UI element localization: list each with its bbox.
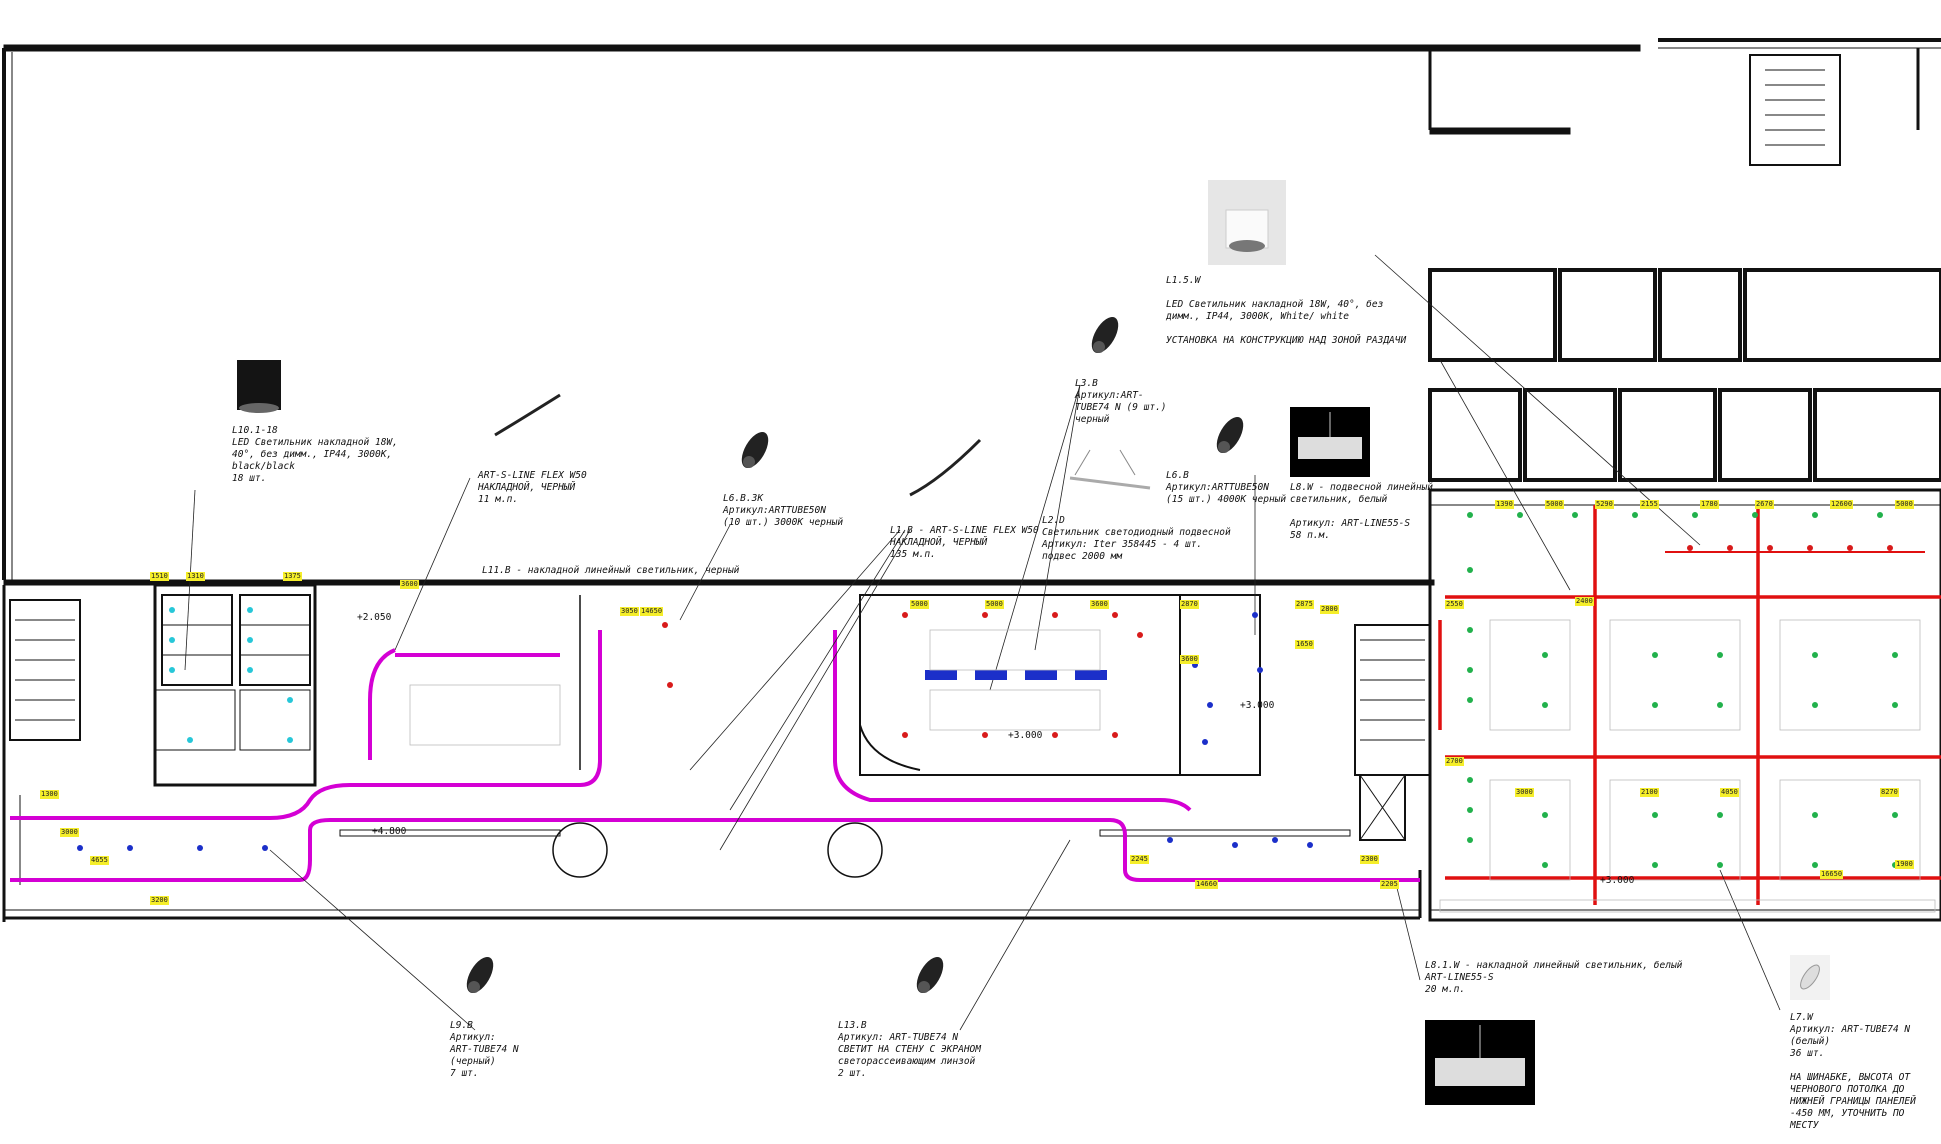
dimension-tag: 5000 <box>985 600 1004 609</box>
fixtures-green <box>1467 512 1898 868</box>
dimension-tag: 2550 <box>1445 600 1464 609</box>
level-mark: +3.000 <box>1008 730 1043 741</box>
level-mark: +4.800 <box>372 826 407 837</box>
note-l2d: L2.D Светильник светодиодный подвесной А… <box>1042 515 1231 562</box>
dimension-tag: 3000 <box>60 828 79 837</box>
dimension-tag: 14660 <box>1195 880 1219 889</box>
dimension-tag: 2875 <box>1295 600 1314 609</box>
thumb-iter-pendant-icon <box>1069 449 1151 490</box>
dimension-tag: 2670 <box>1755 500 1774 509</box>
note-l15w: L1.5.W LED Светильник накладной 18W, 40°… <box>1166 275 1407 346</box>
dimension-tag: 2245 <box>1130 855 1149 864</box>
strip-pendant-mid <box>909 438 982 497</box>
dimension-tag: 16650 <box>1820 870 1844 879</box>
thumb-spot-icon <box>916 956 944 994</box>
dimension-tag: 1780 <box>1700 500 1719 509</box>
leader-lines <box>184 254 1781 1031</box>
thumb-white-spot-icon <box>1790 955 1830 1000</box>
note-l81w: L8.1.W - накладной линейный светильник, … <box>1425 960 1683 995</box>
dimension-tag: 1375 <box>283 572 302 581</box>
dimension-tag: 5000 <box>1895 500 1914 509</box>
dimension-tag: 3050 <box>620 607 639 616</box>
dimension-tag: 1310 <box>186 572 205 581</box>
note-l3b-top: L3.B Артикул:ART- TUBE74 N (9 шт.) черны… <box>1075 378 1167 425</box>
dimension-tag: 14650 <box>640 607 664 616</box>
dimension-tag: 12600 <box>1830 500 1854 509</box>
thumb-white-downlight-icon <box>1208 180 1286 265</box>
furniture <box>409 619 1936 913</box>
note-l11b: L11.B - накладной линейный светильник, ч… <box>482 565 740 576</box>
dimension-tag: 2400 <box>1575 597 1594 606</box>
note-l10: L10.1-18 LED Светильник накладной 18W, 4… <box>232 425 398 484</box>
dimension-tag: 4050 <box>1720 788 1739 797</box>
thumb-black-downlight-icon <box>237 360 281 413</box>
thumb-spot-icon <box>1216 416 1244 454</box>
dimension-tag: 2800 <box>1320 605 1339 614</box>
dimension-tag: 1900 <box>1895 860 1914 869</box>
note-l1b: L1.B - ART-S-LINE FLEX W50 НАКЛАДНОЙ, ЧЕ… <box>890 525 1039 560</box>
fixtures-red <box>662 545 1893 738</box>
level-mark: +3.000 <box>1600 875 1635 886</box>
fixtures <box>77 512 1936 913</box>
dimension-tag: 1300 <box>40 790 59 799</box>
strip-main-lower <box>10 818 1420 882</box>
fixture-thumbnails <box>237 180 1830 1105</box>
dimension-tag: 2205 <box>1380 880 1399 889</box>
dimension-tag: 3600 <box>400 580 419 589</box>
track-lights <box>1438 505 1941 905</box>
dimension-tag: 4655 <box>90 856 109 865</box>
thumb-spot-icon <box>1091 316 1119 354</box>
dimension-tag: 3000 <box>1515 788 1534 797</box>
dimension-tag: 2700 <box>1445 757 1464 766</box>
thumb-spot-icon <box>466 956 494 994</box>
thumb-linear-pendant-icon <box>1290 407 1370 477</box>
strip-main-upper <box>10 630 602 820</box>
dimension-tag: 2870 <box>1180 600 1199 609</box>
note-l6b: L6.B Артикул:ARTTUBE50N (15 шт.) 4000K ч… <box>1166 470 1287 505</box>
strip-pendant-top <box>494 393 561 437</box>
magenta-light-strips <box>10 393 1420 882</box>
dimension-tag: 3600 <box>1090 600 1109 609</box>
thumb-spot-icon <box>741 431 769 469</box>
strip-left-curve <box>368 648 396 760</box>
strip-kitchen-arc <box>833 630 1192 812</box>
dimension-tag: 3200 <box>150 896 169 905</box>
dimension-tag: 1650 <box>1295 640 1314 649</box>
dimension-tag: 1390 <box>1495 500 1514 509</box>
dimension-tag: 5000 <box>910 600 929 609</box>
fixtures-blue <box>77 612 1313 851</box>
thumb-linear-pendant-icon <box>1425 1020 1535 1105</box>
note-l13b: L13.B Артикул: ART-TUBE74 N СВЕТИТ НА СТ… <box>838 1020 981 1079</box>
dimension-tag: 5000 <box>1545 500 1564 509</box>
building-walls <box>2 38 1941 922</box>
dimension-tag: 3600 <box>1180 655 1199 664</box>
dimension-tag: 5290 <box>1595 500 1614 509</box>
note-l7w: L7.W Артикул: ART-TUBE74 N (белый) 36 шт… <box>1790 1012 1916 1131</box>
fixtures-cyan <box>169 607 293 743</box>
note-l9b: L9.B Артикул: ART-TUBE74 N (черный) 7 шт… <box>450 1020 519 1079</box>
note-sline-top: ART-S-LINE FLEX W50 НАКЛАДНОЙ, ЧЕРНЫЙ 11… <box>478 470 587 505</box>
level-mark: +2.050 <box>357 612 392 623</box>
dimension-tag: 2100 <box>1640 788 1659 797</box>
note-l8w: L8.W - подвесной линейный светильник, бе… <box>1290 482 1433 541</box>
dimension-tag: 2300 <box>1360 855 1379 864</box>
dimension-tag: 8270 <box>1880 788 1899 797</box>
dimension-tag: 2155 <box>1640 500 1659 509</box>
dimension-tag: 1510 <box>150 572 169 581</box>
note-l6b3k: L6.B.3K Артикул:ARTTUBE50N (10 шт.) 3000… <box>723 493 844 528</box>
level-mark: +3.000 <box>1240 700 1275 711</box>
